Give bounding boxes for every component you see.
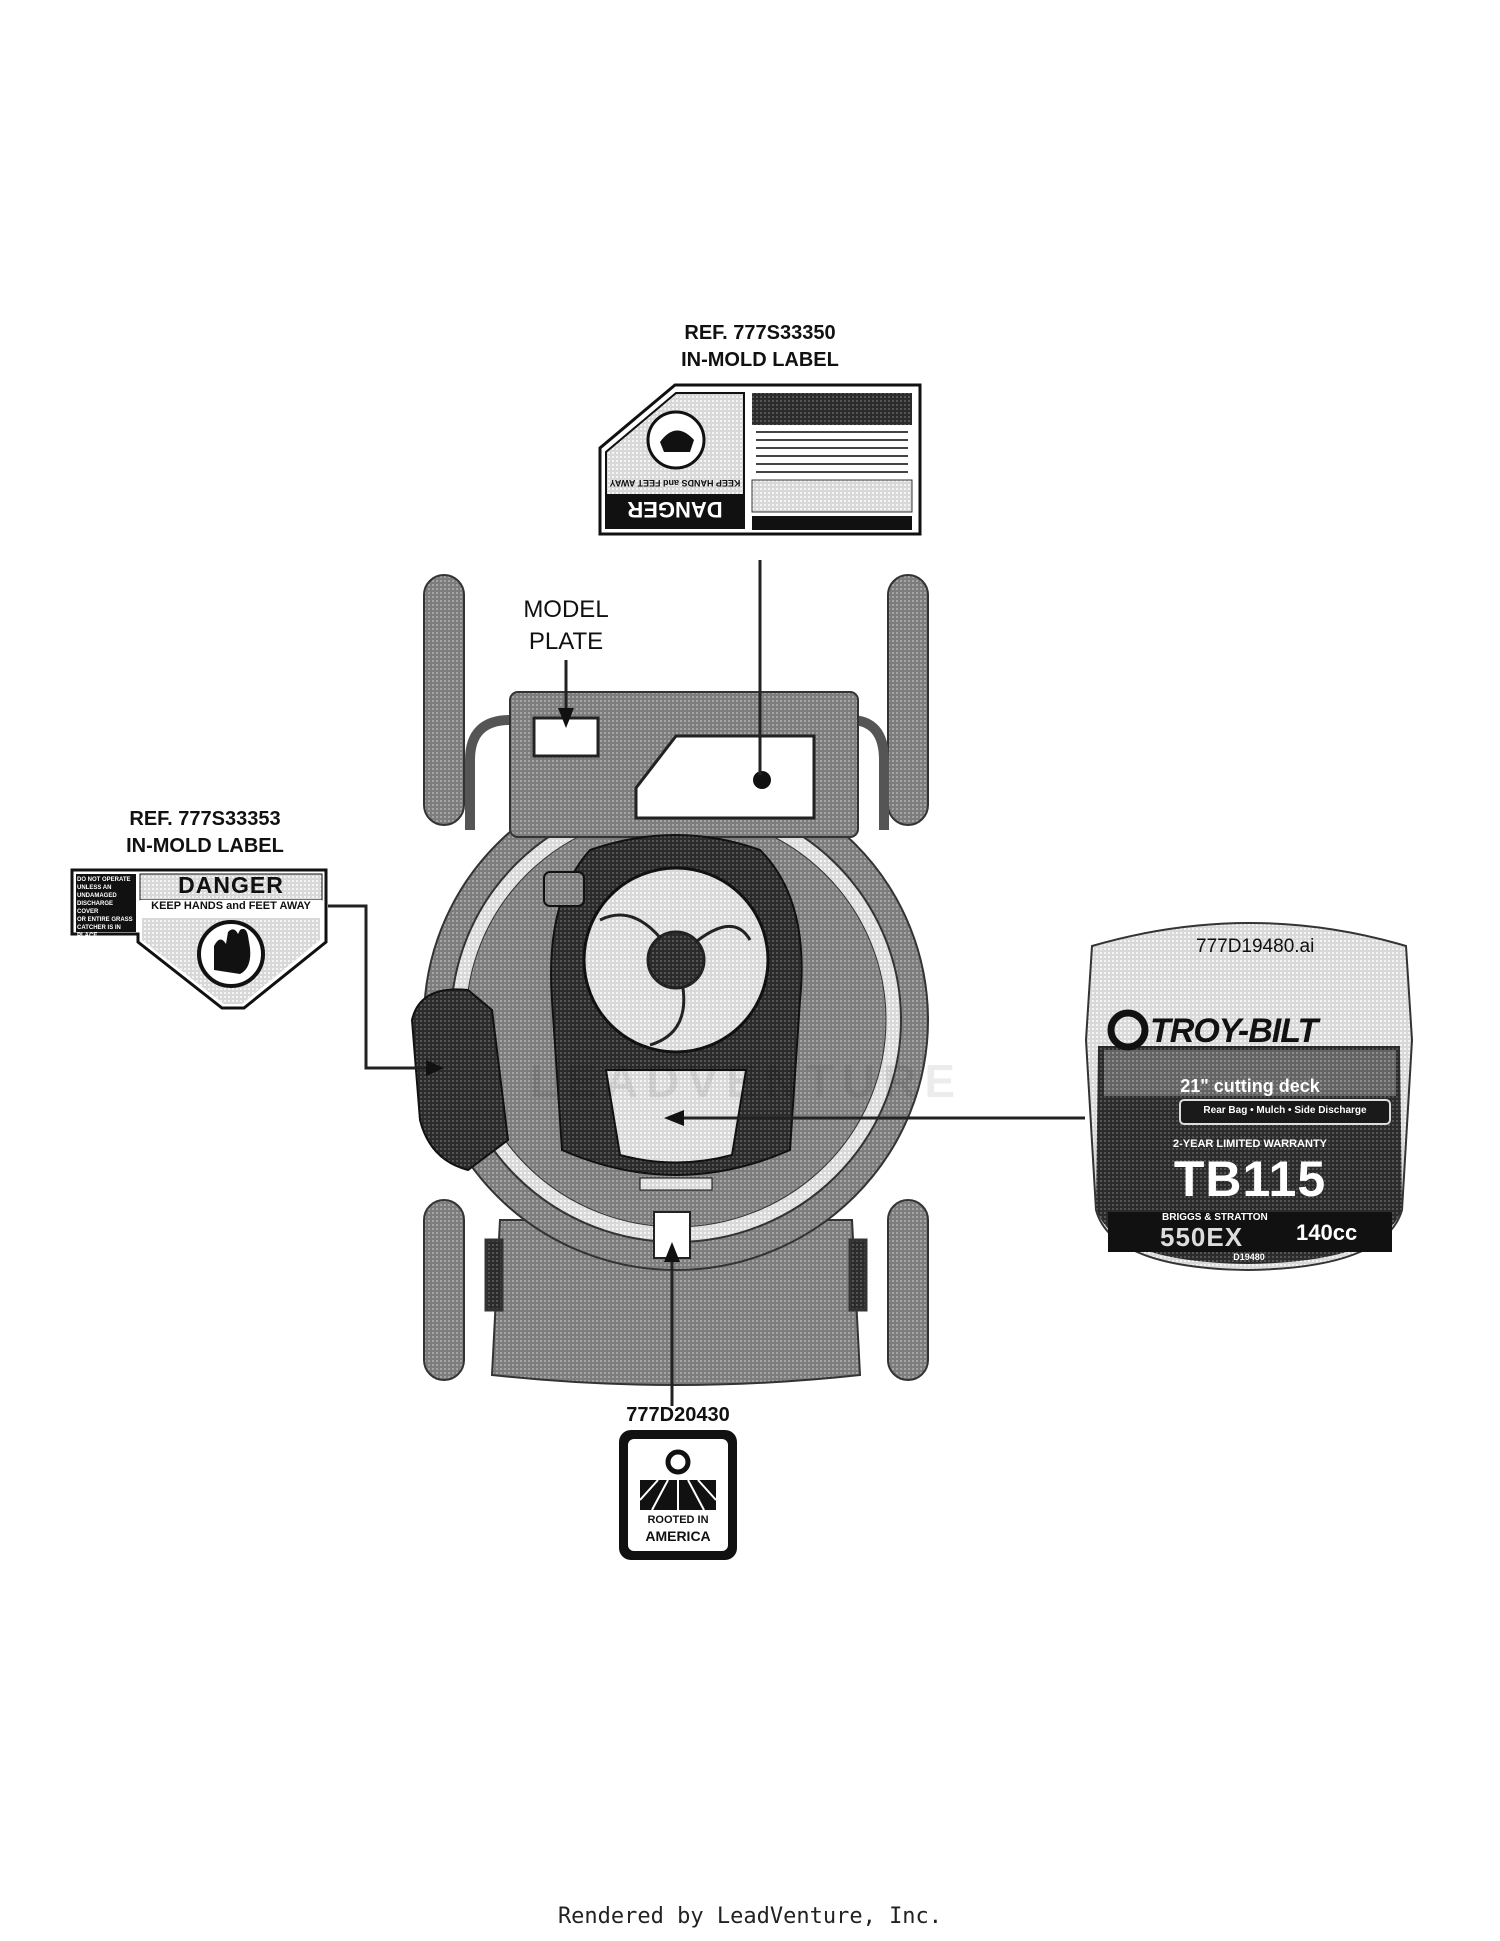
modes-bar: [1179, 1099, 1391, 1125]
decal-code: D19480: [1233, 1252, 1265, 1262]
label-recess: [634, 734, 816, 820]
model-plate-line2: PLATE: [528, 628, 604, 655]
decal-engine-brand: BRIGGS & STRATTON: [1162, 1212, 1268, 1223]
danger-side-text: DO NOT OPERATE UNLESS AN UNDAMAGED DISCH…: [77, 877, 133, 939]
badge-callout: 777D20430: [626, 1404, 730, 1426]
top-label-sub: IN-MOLD LABEL: [681, 349, 839, 371]
watermark: LEADVENTURE: [530, 1055, 964, 1107]
rooted-in-america-badge: [619, 1430, 737, 1560]
model-plate-callout: MODEL PLATE: [486, 594, 646, 658]
arrowheads: [426, 708, 684, 1262]
footer-credit: Rendered by LeadVenture, Inc.: [557, 1904, 943, 1929]
warning-label-777S33350: [598, 383, 922, 536]
decal-displacement: 140cc: [1296, 1220, 1358, 1245]
front-grille: [484, 1238, 868, 1312]
leader-lines: [328, 560, 1085, 1406]
hand-icon: [214, 928, 251, 974]
discharge-chute: [410, 988, 510, 1172]
troy-bilt-logo-mark: [1107, 1009, 1149, 1051]
left-label-sub: IN-MOLD LABEL: [126, 835, 284, 857]
rear-left-wheel: [423, 574, 465, 826]
top-label-ref: REF. 777S33350: [684, 322, 836, 344]
mower-illustration: [410, 574, 929, 1386]
front-right-wheel: [887, 1199, 929, 1381]
danger-subheader: KEEP HANDS and FEET AWAY: [151, 900, 311, 912]
decal-model: TB115: [1173, 1151, 1327, 1207]
decal-engine-series: 550EX: [1160, 1222, 1244, 1252]
decal-brand: TROY-BILT: [1150, 1012, 1318, 1050]
front-left-wheel: [423, 1199, 465, 1381]
danger-label-777S33353: [70, 868, 328, 1010]
left-label-callout: REF. 777S33353 IN-MOLD LABEL: [80, 806, 330, 860]
left-label-ref: REF. 777S33353: [129, 808, 281, 830]
recoil-starter: [543, 871, 585, 907]
top-danger-header: DANGER: [627, 497, 723, 522]
rear-right-wheel: [887, 574, 929, 826]
top-label-callout: REF. 777S33350 IN-MOLD LABEL: [620, 320, 900, 374]
front-skirt: [490, 1219, 862, 1386]
danger-header: DANGER: [178, 872, 284, 898]
decal-file-ref: 777D19480.ai: [1196, 936, 1315, 957]
badge-line1: ROOTED IN: [647, 1514, 709, 1526]
top-danger-subheader: KEEP HANDS and FEET AWAY: [609, 478, 741, 488]
decal-deck: 21" cutting deck: [1180, 1076, 1320, 1096]
decal-modes: Rear Bag • Mulch • Side Discharge: [1203, 1105, 1367, 1116]
badge-line2: AMERICA: [645, 1528, 711, 1544]
decal-warranty: 2-YEAR LIMITED WARRANTY: [1173, 1138, 1327, 1150]
model-plate-line1: MODEL: [523, 596, 609, 623]
badge-ring-icon: [665, 1449, 691, 1475]
troy-bilt-decal: [1084, 922, 1414, 1272]
